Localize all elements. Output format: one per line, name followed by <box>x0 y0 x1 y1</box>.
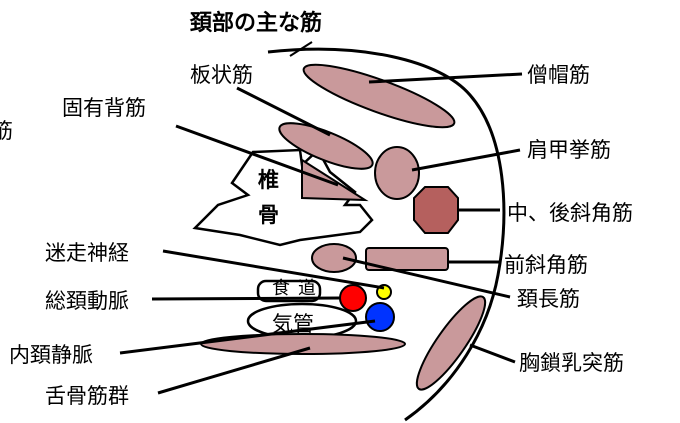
esophagus-text-2: 道 <box>298 278 316 299</box>
label-trapezius: 僧帽筋 <box>527 63 590 87</box>
label-common-carotid: 総頚動脈 <box>45 289 129 313</box>
label-edge-fragment: 筋 <box>0 119 13 143</box>
leader-levator-scapulae <box>412 150 520 170</box>
label-internal-jugular: 内頚静脈 <box>9 343 93 367</box>
vertebra-text-1: 椎 <box>258 168 279 192</box>
label-splenius: 板状筋 <box>190 63 253 87</box>
trapezius-muscle <box>298 54 459 139</box>
sternocleidomastoid-muscle <box>407 289 494 397</box>
leader-sternocleidomastoid <box>470 345 515 362</box>
vertebra-text-2: 骨 <box>258 203 279 227</box>
label-anterior-scalene: 前斜角筋 <box>504 253 588 277</box>
levator-scapulae-muscle <box>375 147 419 199</box>
common-carotid-artery <box>340 285 366 311</box>
label-middle-posterior-scalene: 中、後斜角筋 <box>507 201 633 225</box>
middle-posterior-scalene-muscle <box>414 187 458 233</box>
leader-infrahyoid <box>158 348 310 393</box>
label-erector-spinae: 固有背筋 <box>62 96 146 120</box>
diagram-title: 頚部の主な筋 <box>189 10 322 36</box>
label-levator-scapulae: 肩甲挙筋 <box>527 138 611 162</box>
esophagus-text-1: 食 <box>272 278 290 299</box>
internal-jugular-vein <box>366 303 394 331</box>
trachea-text: 気管 <box>272 312 314 336</box>
label-infrahyoid: 舌骨筋群 <box>45 384 129 408</box>
label-sternocleidomastoid: 胸鎖乳突筋 <box>519 351 624 375</box>
label-longus-colli: 頚長筋 <box>517 287 580 311</box>
label-vagus-nerve: 迷走神経 <box>45 241 129 265</box>
